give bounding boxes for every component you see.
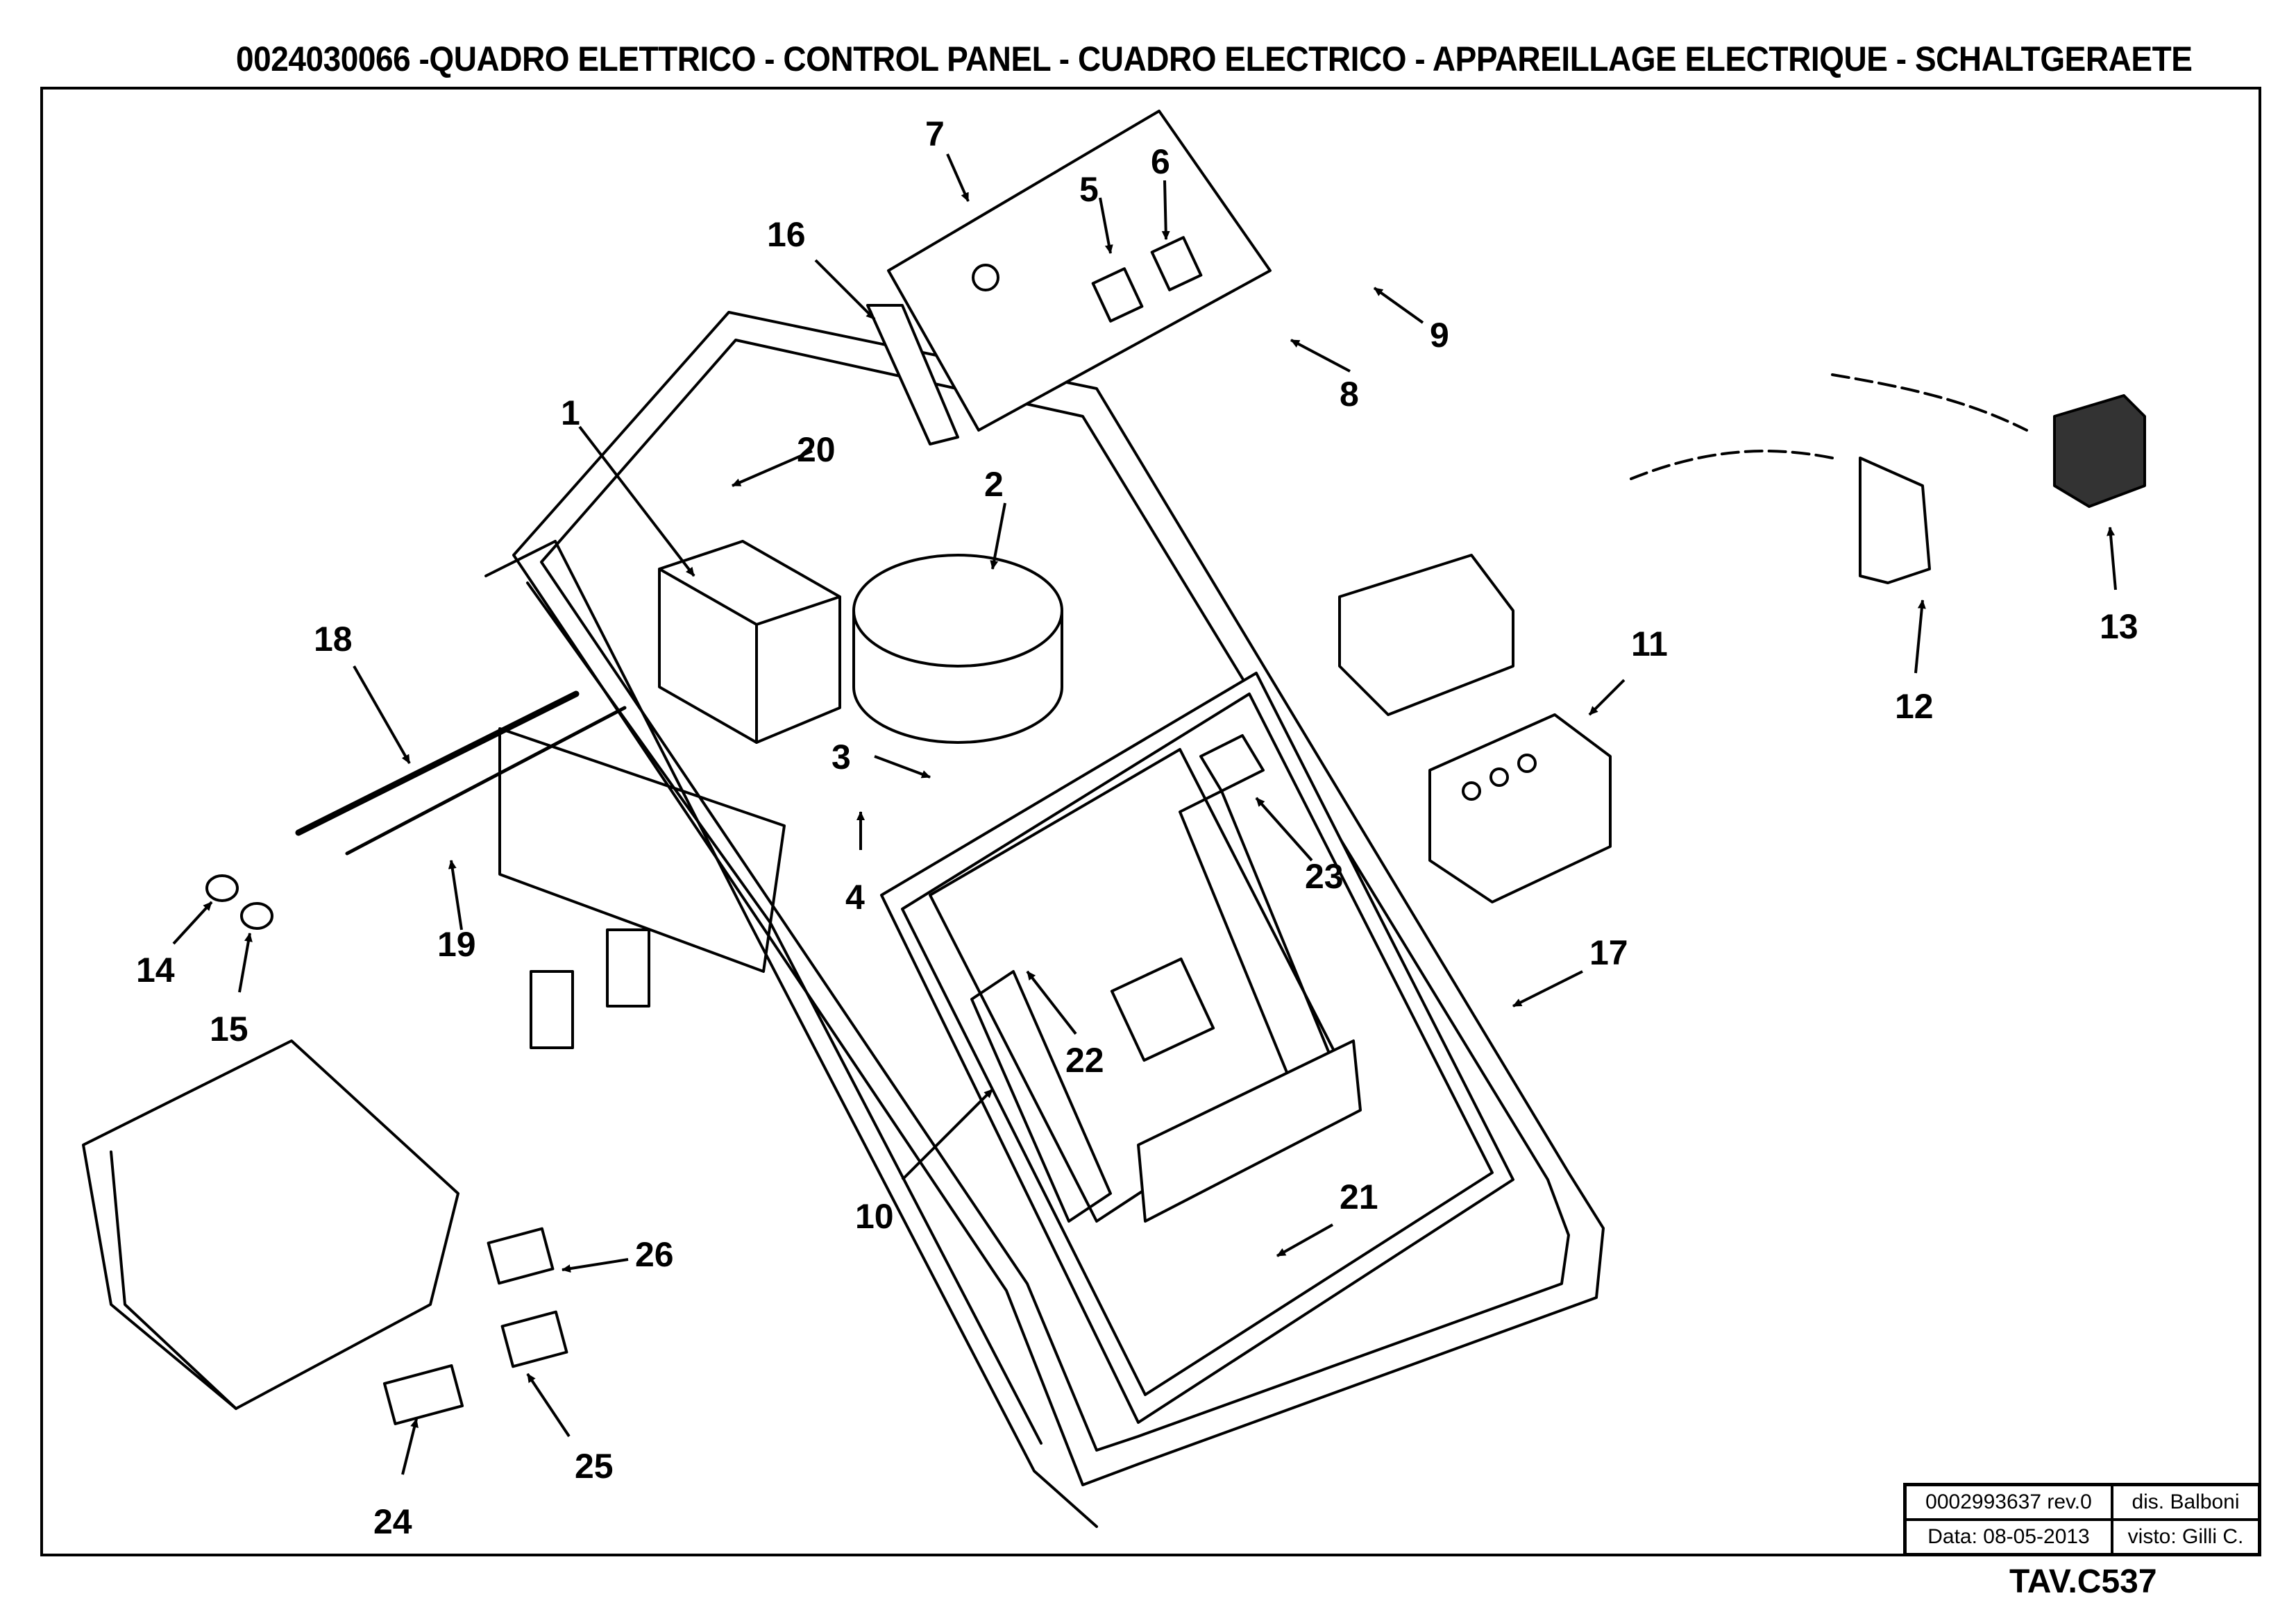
pressure-switch: [852, 554, 1063, 668]
callout-11: 11: [1631, 624, 1668, 663]
callout-10: 10: [855, 1197, 894, 1236]
callout-24: 24: [373, 1502, 412, 1541]
valve-box: [658, 540, 841, 744]
callout-7: 7: [925, 114, 945, 153]
callout-14: 14: [136, 951, 175, 989]
title-block: 0002993637 rev.0 dis. Balboni Data: 08-0…: [1903, 1483, 2261, 1556]
callout-22: 22: [1065, 1041, 1104, 1080]
checked-by: visto: Gilli C.: [2112, 1520, 2259, 1554]
callout-23: 23: [1305, 857, 1344, 896]
capacitor-box: [82, 1039, 459, 1410]
callout-6: 6: [1151, 142, 1170, 181]
table-id: TAV.C537: [2009, 1563, 2157, 1600]
contactor: [1428, 713, 1612, 903]
callout-15: 15: [210, 1010, 248, 1048]
coil-connector: [2053, 394, 2146, 508]
callout-2: 2: [984, 465, 1004, 504]
callout-20: 20: [797, 430, 836, 469]
drawn-by: dis. Balboni: [2112, 1485, 2259, 1520]
drawing-frame: [40, 87, 2261, 1556]
callout-12: 12: [1895, 687, 1934, 726]
callout-18: 18: [314, 620, 353, 658]
callout-16: 16: [767, 215, 806, 254]
callout-25: 25: [575, 1447, 614, 1486]
callout-4: 4: [845, 878, 865, 917]
callout-5: 5: [1079, 170, 1099, 209]
callout-26: 26: [635, 1235, 674, 1274]
callout-9: 9: [1430, 316, 1449, 355]
callout-17: 17: [1589, 933, 1628, 972]
callout-3: 3: [832, 738, 851, 776]
switch-plate: [887, 110, 1272, 432]
doc-number: 0002993637 rev.0: [1905, 1485, 2112, 1520]
callout-13: 13: [2100, 607, 2138, 646]
drawing-date: Data: 08-05-2013: [1905, 1520, 2112, 1554]
page-title: 0024030066 -QUADRO ELETTRICO - CONTROL P…: [236, 40, 2193, 78]
callout-8: 8: [1340, 375, 1359, 414]
callout-19: 19: [437, 925, 476, 964]
callout-1: 1: [561, 393, 580, 432]
callout-21: 21: [1340, 1178, 1378, 1216]
